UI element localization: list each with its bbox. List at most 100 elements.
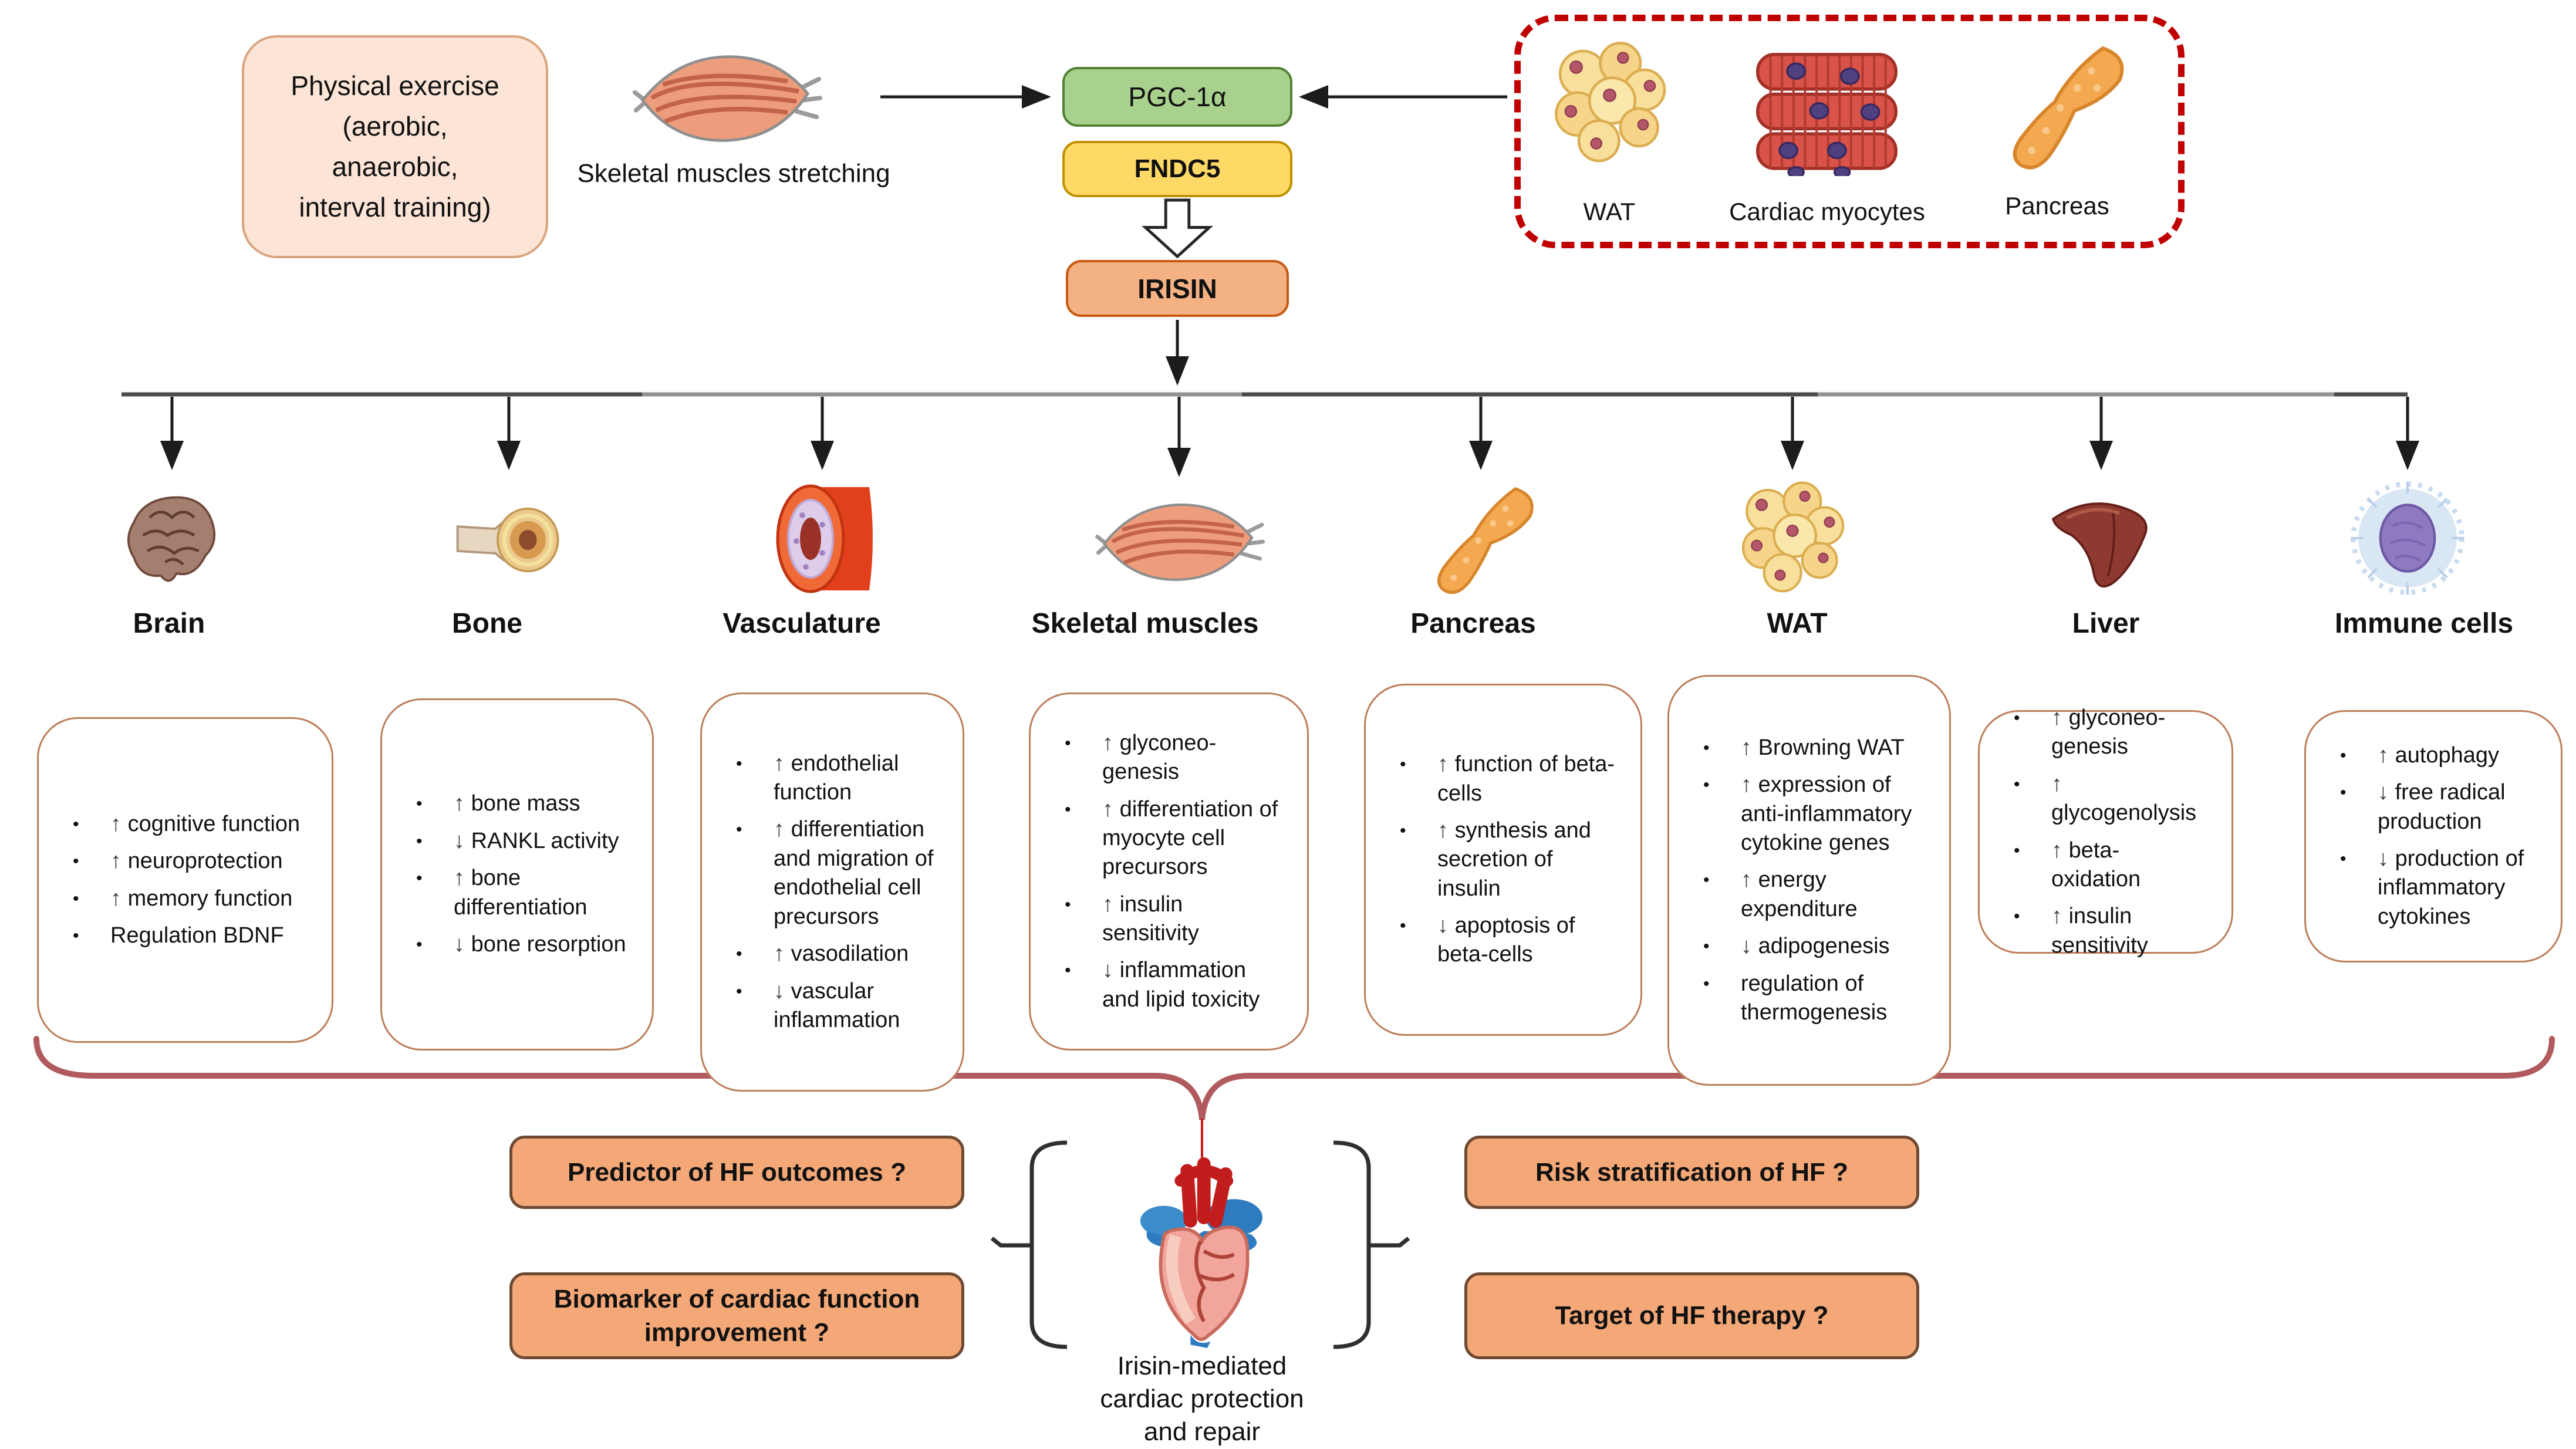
organ-effect-text: regulation of thermogenesis <box>1741 971 1888 1025</box>
organ-effect-text: ↓ RANKL activity <box>454 828 619 853</box>
organ-effect-text: ↑ bone differentiation <box>454 866 588 920</box>
bullet-icon: • <box>416 935 423 955</box>
organ-effect-item: •↑ differentiation of myocyte cell precu… <box>1065 795 1284 882</box>
organ-effects-list: •↑ cognitive function•↑ neuroprotection•… <box>62 802 308 959</box>
up-arrow-icon: ↑ <box>774 941 791 967</box>
organ-effect-item: •↓ adipogenesis <box>1703 932 1926 961</box>
bottom-brace <box>33 1036 2555 1120</box>
organ-effect-text: ↑ autophagy <box>2378 742 2500 768</box>
organ-effect-text: ↑ vasodilation <box>774 941 909 967</box>
organ-heading: Pancreas <box>1410 608 1536 639</box>
up-arrow-icon: ↑ <box>1102 891 1120 917</box>
bullet-icon: • <box>1065 733 1071 753</box>
organ-effect-item: •↑ glycogenolysis <box>2014 770 2208 828</box>
bullet-icon: • <box>416 794 423 814</box>
up-arrow-icon: ↑ <box>2378 742 2395 768</box>
wat-source-icon <box>1541 36 1679 170</box>
irisin-box: IRISIN <box>1066 260 1289 317</box>
organ-effect-item: • ↑ differentiation and migration of endo… <box>736 815 939 931</box>
organ-effect-item: •↑ endothelial function <box>736 749 939 808</box>
down-arrow-icon: ↓ <box>2378 846 2395 872</box>
organ-effects-list: • ↑ autophagy •↓ free radical production •↓… <box>2329 733 2537 940</box>
up-arrow-icon: ↑ <box>110 886 128 911</box>
bullet-icon: • <box>416 869 423 889</box>
bullet-icon: • <box>2340 745 2347 765</box>
organ-effects-list: •↑ function of beta-cells • ↑ synthesis an… <box>1389 742 1617 978</box>
up-arrow-icon: ↑ <box>774 751 791 776</box>
organ-effects-box: •↑ function of beta-cells • ↑ synthesis an… <box>1364 684 1642 1036</box>
organ-heading: Skeletal muscles <box>1031 608 1259 639</box>
down-arrow-icon: ↓ <box>774 978 791 1004</box>
organ-effects-list: •↑ Browning WAT • ↑ expression of anti-inf… <box>1693 725 1926 1036</box>
up-arrow-icon: ↑ <box>454 791 471 816</box>
bullet-icon: • <box>736 754 742 774</box>
immune-cell-icon <box>2337 477 2478 600</box>
down-arrow-icon: ↓ <box>454 828 471 853</box>
organ-heading: WAT <box>1767 608 1828 639</box>
organ-effect-item: • ↑ vasodilation <box>736 940 939 969</box>
up-arrow-icon: ↑ <box>110 811 128 836</box>
bullet-icon: • <box>2014 907 2020 927</box>
skeletal-muscle-image <box>590 42 863 154</box>
bullet-icon: • <box>416 831 423 851</box>
up-arrow-icon: ↑ <box>1437 818 1455 843</box>
organ-effect-item: •↑ function of beta-cells <box>1400 750 1617 808</box>
organ-effects-box: •↑ bone mass•↓ RANKL activity•↑ bone dif… <box>380 698 654 1051</box>
organ-effect-text: Regulation BDNF <box>110 923 284 948</box>
organ-effects-box: •↑ Browning WAT • ↑ expression of anti-inf… <box>1667 675 1951 1086</box>
bullet-icon: • <box>2014 708 2020 728</box>
bullet-icon: • <box>736 820 742 840</box>
bullet-icon: • <box>73 814 79 834</box>
organ-effect-item: • ↑ glyconeo-genesis <box>1065 729 1284 787</box>
organ-effect-item: •↓ production of inflammatory cytokines <box>2340 845 2537 931</box>
organ-effect-item: • ↑ glyconeo-genesis <box>2014 704 2208 762</box>
organ-effect-text: ↑ synthesis and secretion of insulin <box>1437 818 1591 901</box>
organ-effect-text: ↑ differentiation of myocyte cell precur… <box>1102 796 1278 880</box>
up-arrow-icon: ↑ <box>110 849 128 873</box>
organ-effect-item: •↑ Browning WAT <box>1703 734 1926 763</box>
up-arrow-icon: ↑ <box>2051 904 2069 929</box>
organ-effect-text: ↑ energy expenditure <box>1741 867 1858 921</box>
organ-effect-item: •↓ free radical production <box>2340 778 2537 836</box>
organ-effect-text: ↓ apoptosis of beta-cells <box>1437 913 1575 967</box>
organ-effect-text: ↑ neuroprotection <box>110 849 283 873</box>
pancreas-source-label: Pancreas <box>2005 192 2109 219</box>
organ-effect-text: ↑ memory function <box>110 886 293 911</box>
up-arrow-icon: ↑ <box>1437 752 1455 777</box>
bullet-icon: • <box>736 944 742 964</box>
pgc1a-box: PGC-1α <box>1062 67 1292 127</box>
bullet-icon: • <box>2014 840 2020 860</box>
organ-effect-text: ↑ expression of anti-inflammatory cytoki… <box>1741 772 1912 855</box>
organ-effect-item: • ↑ bone differentiation <box>416 864 629 922</box>
fndc5-box: FNDC5 <box>1062 141 1292 197</box>
bullet-icon: • <box>1400 820 1406 840</box>
bullet-icon: • <box>73 926 79 945</box>
organ-effect-item: •↑ memory function <box>73 884 308 914</box>
bullet-icon: • <box>1703 775 1710 795</box>
vessel-icon <box>752 480 893 597</box>
organ-effect-item: •↓ inflammation and lipid toxicity <box>1065 956 1284 1014</box>
organ-effect-text: ↑ glyconeo-genesis <box>2051 705 2166 759</box>
organ-effects-list: •↑ bone mass•↓ RANKL activity•↑ bone dif… <box>406 781 629 967</box>
organ-effect-text: ↑ differentiation and migration of endot… <box>774 817 934 929</box>
organ-effect-item: •↑ energy expenditure <box>1703 866 1926 924</box>
organ-effect-item: •↑ insulin sensitivity <box>2014 902 2208 960</box>
up-arrow-icon: ↑ <box>1102 730 1120 755</box>
down-arrow-icon: ↓ <box>1437 913 1455 938</box>
bullet-icon: • <box>73 852 79 871</box>
up-arrow-icon: ↑ <box>2051 705 2069 730</box>
organ-effect-item: • ↑ autophagy <box>2340 741 2537 771</box>
wat-source-label: WAT <box>1583 198 1636 225</box>
cardiac-myocytes-label: Cardiac myocytes <box>1729 198 1925 225</box>
heart-icon <box>1114 1157 1287 1348</box>
down-arrow-icon: ↓ <box>2378 780 2395 805</box>
organ-effect-text: ↓ vascular inflammation <box>774 978 900 1032</box>
organ-effect-item: •↑ beta-oxidation <box>2014 836 2208 894</box>
organ-effect-item: • ↑ neuroprotection <box>73 847 308 876</box>
organ-effect-text: ↓ free radical production <box>2378 780 2506 834</box>
muscle-caption: Skeletal muscles stretching <box>577 159 890 188</box>
muscle-icon <box>1053 492 1305 592</box>
bone-icon <box>438 484 579 596</box>
organ-effect-text: ↑ glyconeo-genesis <box>1102 730 1217 785</box>
